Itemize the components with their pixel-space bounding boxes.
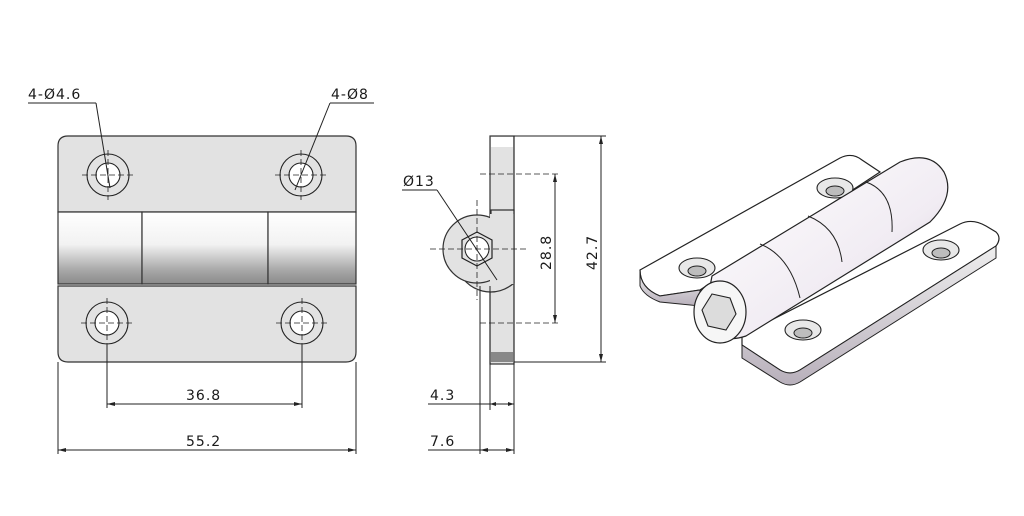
- knuckle-diameter-label: Ø13: [403, 174, 435, 190]
- overall-height-label: 42.7: [585, 235, 601, 270]
- side-view: Ø13 28.8 42.7 4.3 7.6: [402, 135, 606, 454]
- top-leaf: [57, 135, 357, 213]
- hole-small-label: 4-Ø4.6: [28, 87, 81, 103]
- barrel-left: [57, 211, 143, 285]
- leaf-thickness-label: 4.3: [430, 388, 455, 404]
- hole-bottom-left: [81, 298, 133, 348]
- hole-pitch-label: 28.8: [539, 235, 555, 270]
- barrel-right: [267, 211, 357, 285]
- hole-large-label: 4-Ø8: [331, 87, 369, 103]
- barrel-center: [141, 211, 269, 285]
- iso-hex-socket: [701, 293, 737, 331]
- overall-width-label: 55.2: [186, 434, 221, 450]
- hole-bottom-right: [276, 298, 328, 348]
- bottom-leaf: [57, 285, 357, 363]
- front-view: 4-Ø4.6 4-Ø8 36.8 55.2: [28, 87, 374, 454]
- hole-spacing-label: 36.8: [186, 388, 221, 404]
- iso-view: [639, 154, 1000, 386]
- overall-thickness-label: 7.6: [430, 434, 455, 450]
